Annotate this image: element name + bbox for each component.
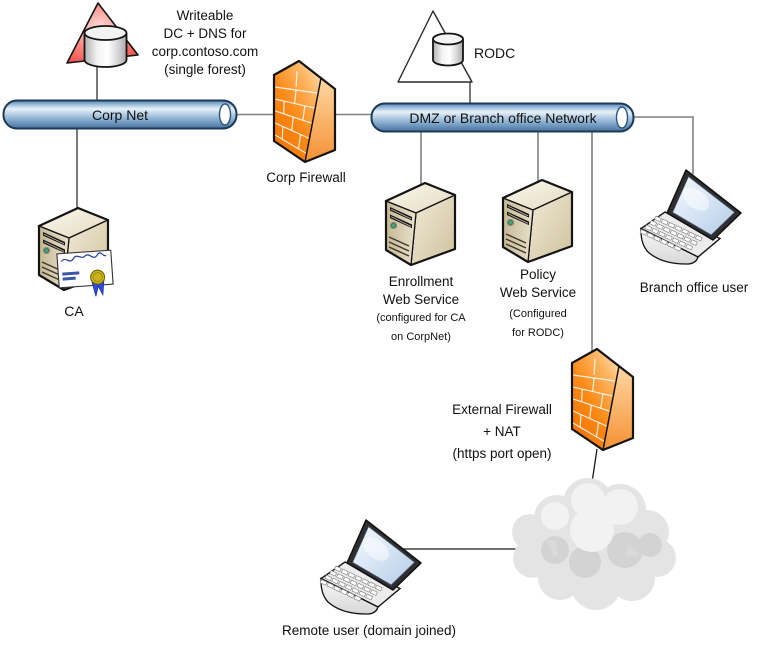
- policy-ws-note: (Configured for RODC): [509, 308, 567, 339]
- corp-firewall-label: Corp Firewall: [266, 170, 346, 185]
- ca-label: CA: [64, 303, 84, 319]
- branch-user-laptop-icon: [639, 169, 742, 265]
- rodc-triangle-icon: [397, 10, 473, 83]
- rodc-label: RODC: [474, 45, 516, 61]
- link-dmz-branch-user: [633, 116, 694, 174]
- corp-firewall-icon: [272, 59, 337, 164]
- corp-net-label: Corp Net: [91, 107, 149, 123]
- internet-cloud-icon: [512, 478, 676, 610]
- dmz-network-label: DMZ or Branch office Network: [409, 110, 597, 126]
- branch-user-label: Branch office user: [639, 280, 749, 295]
- policy-web-service-server-icon: [501, 178, 574, 264]
- writeable-dc-triangle-icon: [66, 2, 139, 68]
- certificate-icon: [56, 249, 114, 297]
- corp-net-pipe-icon: [2, 99, 238, 130]
- ca-server-icon: [37, 206, 114, 297]
- enrollment-web-service-server-icon: [384, 181, 457, 267]
- remote-user-label: Remote user (domain joined): [281, 623, 457, 638]
- writeable-dc-label: Writeable DC + DNS for corp.contoso.com …: [151, 8, 259, 77]
- enrollment-ws-note: (configured for CA on CorpNet): [376, 312, 466, 343]
- certificate-seal: [90, 269, 106, 285]
- policy-ws-label: Policy Web Service: [499, 267, 577, 300]
- external-firewall-label: External Firewall + NAT (https port open…: [452, 402, 552, 461]
- remote-user-laptop-icon: [319, 519, 422, 615]
- external-firewall-icon: [570, 347, 635, 452]
- dmz-pipe-icon: [370, 102, 635, 133]
- enrollment-ws-label: Enrollment Web Service: [382, 274, 460, 307]
